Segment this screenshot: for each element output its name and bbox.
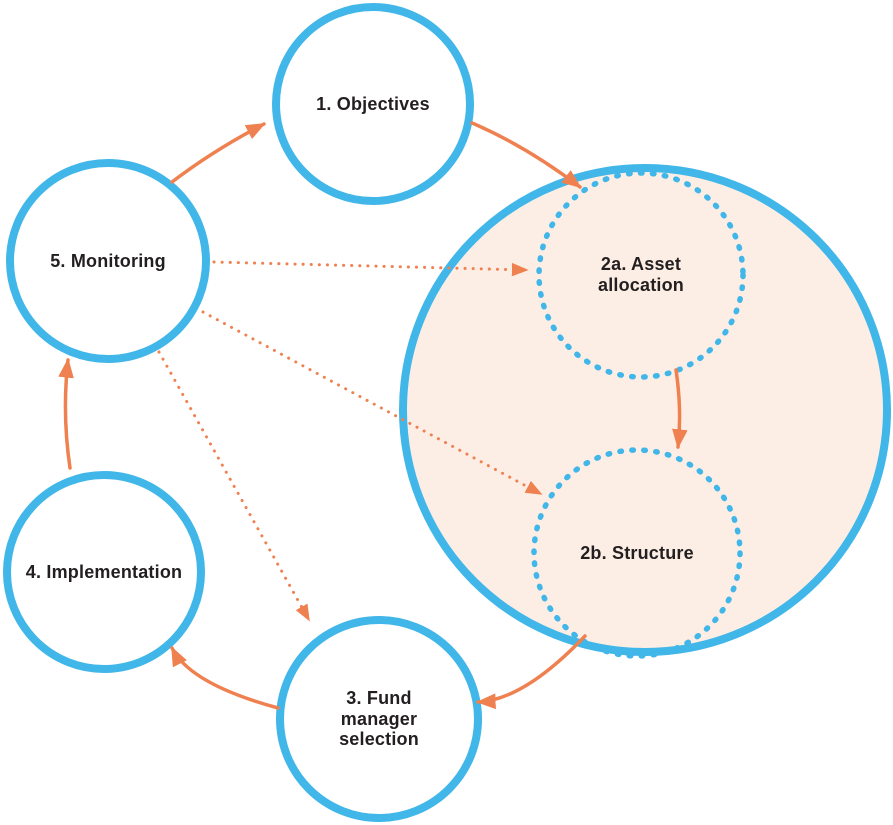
arrow-monitoring-to-objectives — [170, 122, 266, 184]
arrow-structure-to-fund-manager-selection — [476, 634, 587, 710]
implementation-label: 4. Implementation — [25, 561, 183, 582]
objectives-label: 1. Objectives — [316, 93, 430, 114]
node-objectives: 1. Objectives — [272, 3, 474, 205]
asset-allocation-label: 2a. Asset allocation — [597, 254, 684, 295]
node-fund-manager-selection: 3. Fund manager selection — [276, 616, 482, 822]
arrow-fund-manager-selection-to-implementation — [170, 646, 280, 710]
node-implementation: 4. Implementation — [3, 471, 205, 673]
monitoring-label: 5. Monitoring — [50, 250, 166, 271]
structure-label: 2b. Structure — [580, 543, 694, 563]
arrow-implementation-to-monitoring — [58, 358, 74, 470]
node-monitoring: 5. Monitoring — [6, 159, 210, 363]
fund-manager-selection-label: 3. Fund manager selection — [339, 687, 419, 750]
stage-2-highlight-circle — [399, 164, 891, 656]
